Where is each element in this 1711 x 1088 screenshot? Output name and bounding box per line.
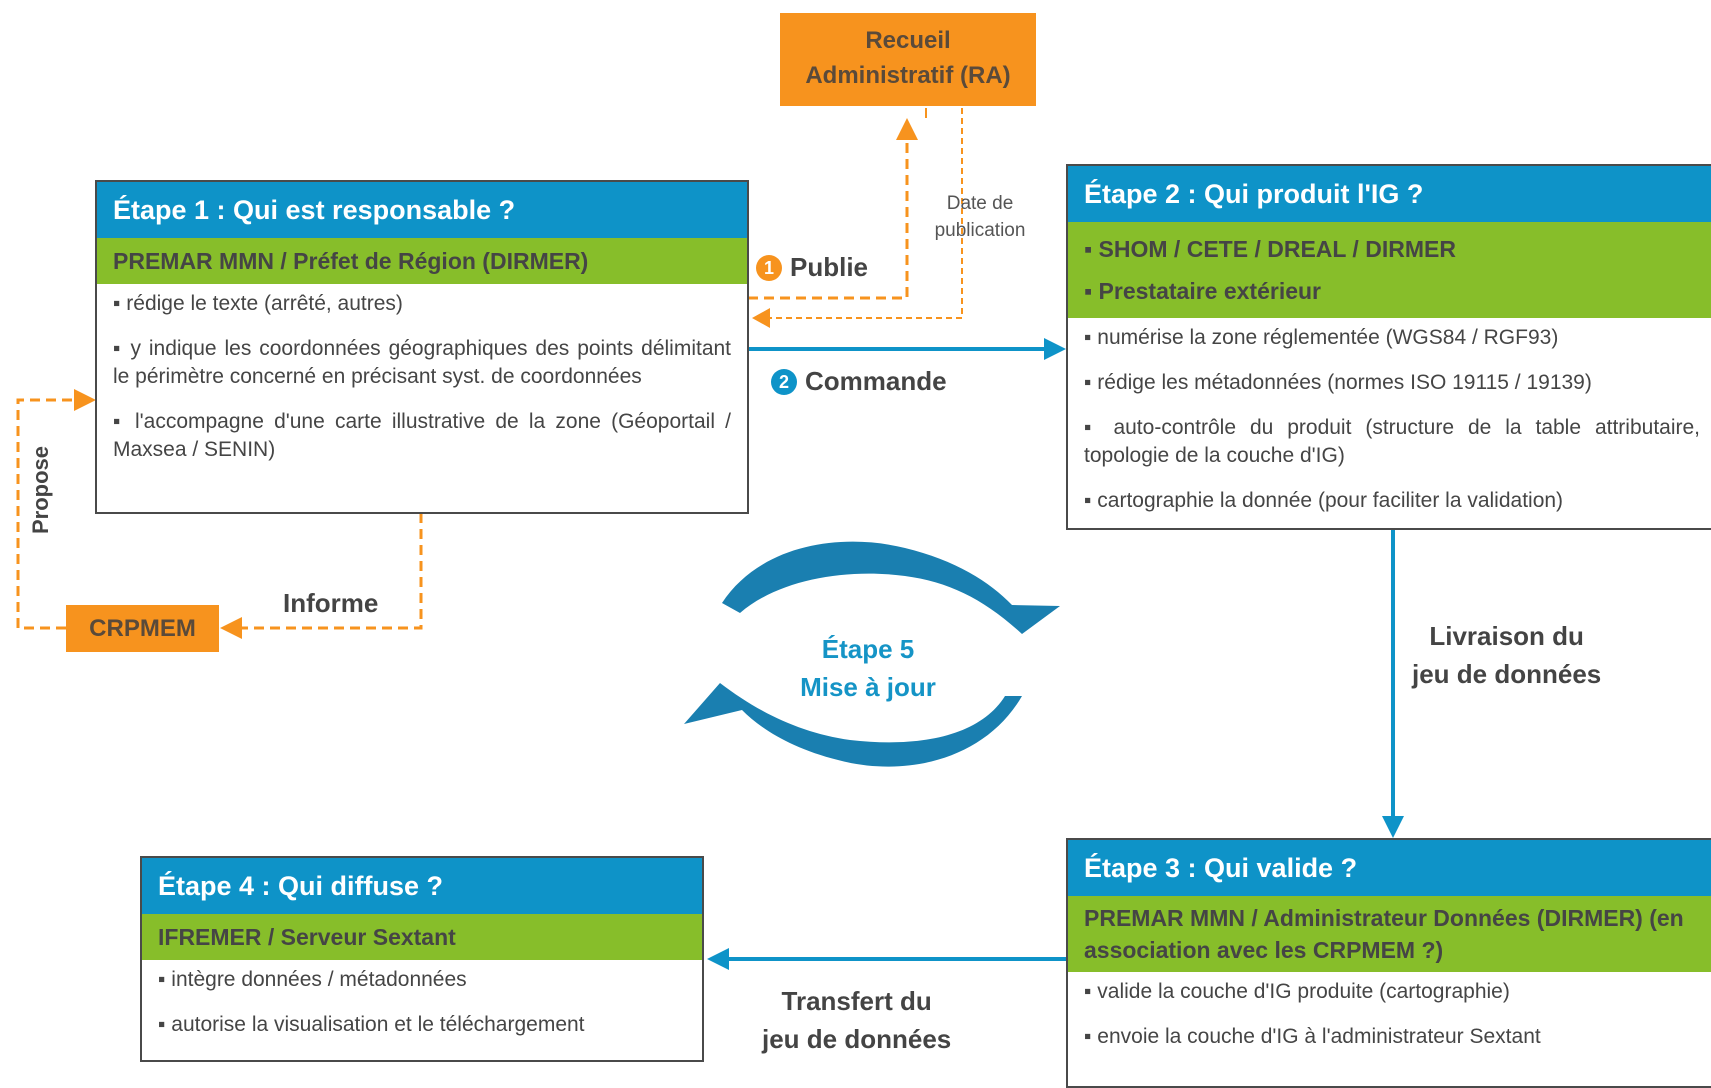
step2-box: Étape 2 : Qui produit l'IG ? SHOM / CETE… [1066,164,1711,530]
transfert-line2: jeu de données [762,1024,952,1054]
livraison-line2: jeu de données [1412,659,1602,689]
step4-title: Étape 4 : Qui diffuse ? [142,858,702,914]
livraison-label: Livraison du jeu de données [1412,617,1601,693]
etape5-line1: Étape 5 [821,634,915,664]
step2-item: numérise la zone réglementée (WGS84 / RG… [1084,324,1700,352]
propose-label: Propose [28,445,53,534]
step2-actors: SHOM / CETE / DREAL / DIRMER Prestataire… [1068,222,1711,318]
informe-label: Informe [283,588,379,618]
date-publication-label: Date de publication [920,190,1040,244]
step2-title: Étape 2 : Qui produit l'IG ? [1068,166,1711,222]
step1-title: Étape 1 : Qui est responsable ? [97,182,747,238]
step1-items: rédige le texte (arrêté, autres) y indiq… [97,284,747,474]
date-line2: publication [934,220,1026,241]
crpmem-label: CRPMEM [89,615,196,642]
step1-item: rédige le texte (arrêté, autres) [113,290,731,318]
ra-line2: Administratif (RA) [805,62,1011,89]
step3-items: valide la couche d'IG produite (cartogra… [1068,972,1711,1061]
transfert-label: Transfert du jeu de données [762,982,951,1058]
transfert-arrow [707,948,1066,970]
livraison-arrow [1382,530,1404,838]
informe-arrow [220,513,423,639]
livraison-line1: Livraison du [1429,621,1584,651]
step1-actor: PREMAR MMN / Préfet de Région (DIRMER) [97,238,747,284]
step3-item: envoie la couche d'IG à l'administrateur… [1084,1023,1700,1051]
step2-actor: SHOM / CETE / DREAL / DIRMER [1084,228,1700,270]
step4-box: Étape 4 : Qui diffuse ? IFREMER / Serveu… [140,856,704,1062]
step4-actor: IFREMER / Serveur Sextant [142,914,702,960]
commande-arrow [748,338,1066,360]
step2-item: cartographie la donnée (pour faciliter l… [1084,487,1700,515]
step1-item: l'accompagne d'une carte illustrative de… [113,408,731,464]
step4-items: intègre données / métadonnées autorise l… [142,960,702,1049]
step4-item: autorise la visualisation et le téléchar… [158,1011,686,1039]
ra-line1: Recueil [865,27,951,54]
crpmem-box: CRPMEM [66,605,219,652]
step3-item: valide la couche d'IG produite (cartogra… [1084,978,1700,1006]
step2-item: rédige les métadonnées (normes ISO 19115… [1084,369,1700,397]
cycle-arrow-top [722,541,1060,634]
step4-item: intègre données / métadonnées [158,966,686,994]
step2-actor: Prestataire extérieur [1084,270,1700,312]
etape5-label: Étape 5 Mise à jour [780,630,956,706]
step2-items: numérise la zone réglementée (WGS84 / RG… [1068,318,1711,525]
transfert-line1: Transfert du [781,986,932,1016]
publie-text: Publie [790,252,869,282]
step3-title: Étape 3 : Qui valide ? [1068,840,1711,896]
ra-box: Recueil Administratif (RA) [780,13,1036,106]
publie-label: 1 Publie [756,252,868,283]
date-line1: Date de [946,193,1014,214]
step3-box: Étape 3 : Qui valide ? PREMAR MMN / Admi… [1066,838,1711,1088]
step2-item: auto-contrôle du produit (structure de l… [1084,414,1700,470]
commande-number-badge: 2 [771,369,797,395]
step1-box: Étape 1 : Qui est responsable ? PREMAR M… [95,180,749,514]
commande-text: Commande [805,366,947,396]
step3-actor: PREMAR MMN / Administrateur Données (DIR… [1068,896,1711,972]
etape5-line2: Mise à jour [800,672,936,702]
commande-label: 2 Commande [771,366,947,397]
step1-item: y indique les coordonnées géographiques … [113,335,731,391]
publie-number-badge: 1 [756,255,782,281]
